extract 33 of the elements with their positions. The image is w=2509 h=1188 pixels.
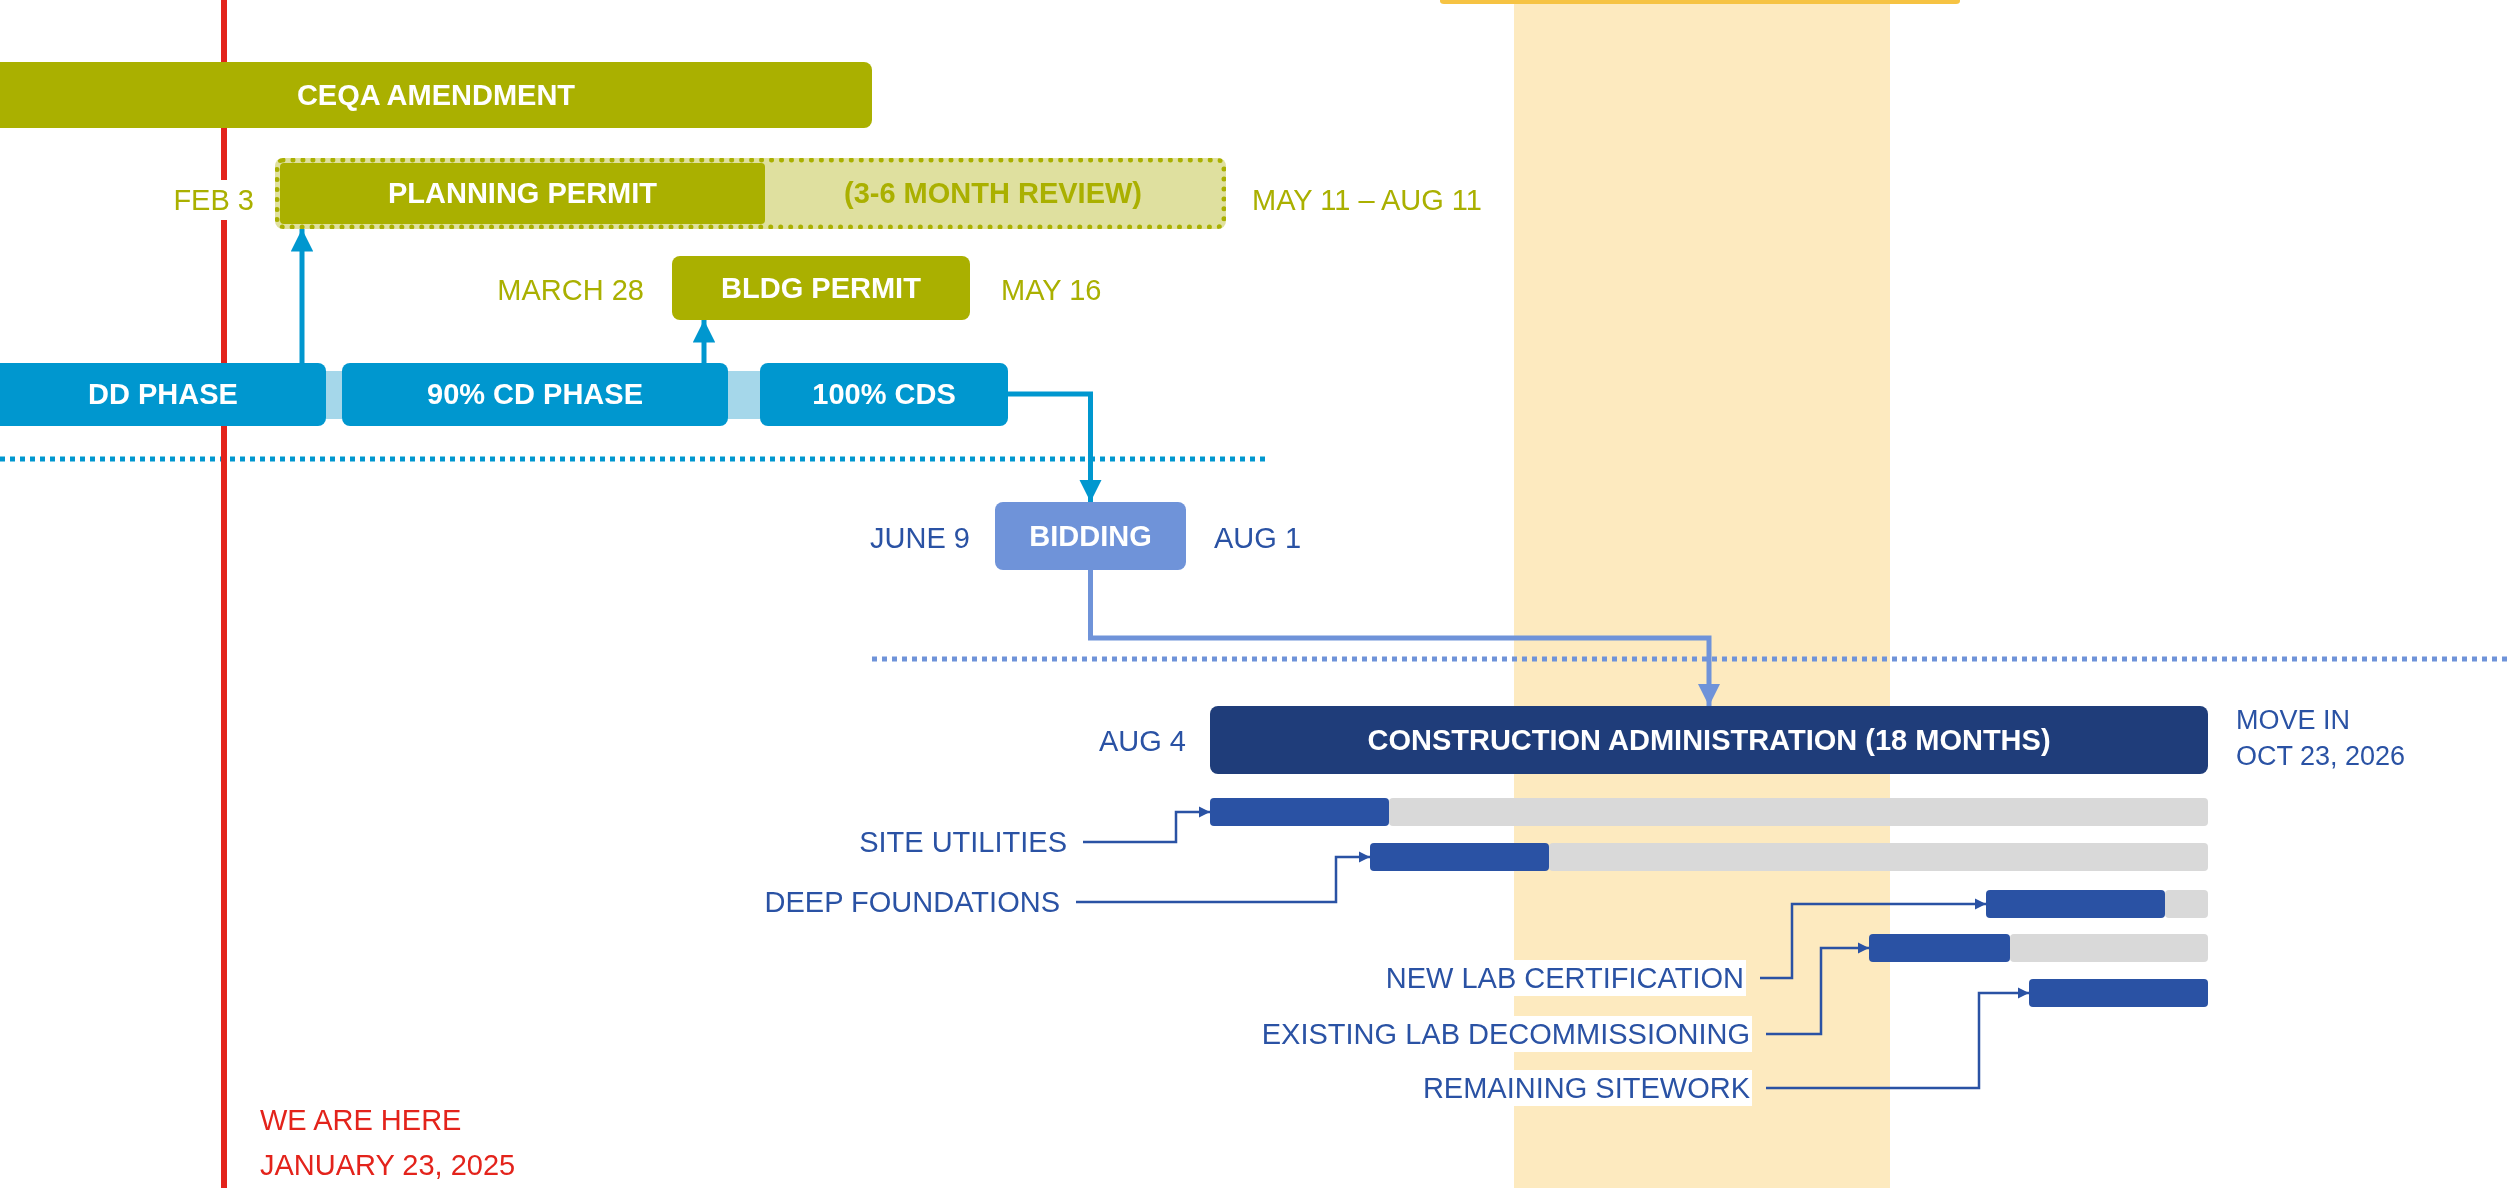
date-label: MAY 11 – AUG 11 <box>1251 183 1483 218</box>
phase-bar: DD PHASE <box>0 363 326 426</box>
phase-bar: 100% CDS <box>760 363 1008 426</box>
phase-bar: BLDG PERMIT <box>672 256 970 320</box>
date-label: AUG 1 <box>1213 521 1303 556</box>
arrow <box>290 229 314 363</box>
date-label: MARCH 28 <box>496 273 645 308</box>
phase-bar: CEQA AMENDMENT <box>0 62 872 128</box>
date-label: AUG 4 <box>1097 724 1187 759</box>
leader-arrow <box>1766 942 1869 1036</box>
date-label: MOVE IN OCT 23, 2026 <box>2235 704 2407 773</box>
task-bar <box>1986 890 2165 918</box>
phase-bar: CONSTRUCTION ADMINISTRATION (18 MONTHS) <box>1210 706 2208 774</box>
leader-arrow <box>1076 851 1370 904</box>
task-bar <box>2029 979 2208 1007</box>
leader-arrow <box>1766 987 2029 1090</box>
dotted-phase-box <box>275 158 1226 229</box>
leader-arrow <box>1760 898 1986 980</box>
date-label: JUNE 9 <box>869 521 971 556</box>
task-bar <box>1210 798 1389 826</box>
task-bar <box>1869 934 2010 962</box>
arrow <box>1088 570 1721 706</box>
review-label: (3-6 MONTH REVIEW) <box>842 176 1144 211</box>
phase-bar: 90% CD PHASE <box>342 363 728 426</box>
arrow <box>1008 391 1102 502</box>
today-label: WE ARE HERE JANUARY 23, 2025 <box>259 1103 517 1183</box>
phase-bar: BIDDING <box>995 502 1186 570</box>
leader-arrow <box>1083 806 1210 844</box>
phase-label: PLANNING PERMIT <box>280 163 765 224</box>
task-bar <box>1370 843 1549 871</box>
date-label: FEB 3 <box>172 183 255 218</box>
arrow <box>692 320 716 363</box>
date-label: MAY 16 <box>1000 273 1103 308</box>
